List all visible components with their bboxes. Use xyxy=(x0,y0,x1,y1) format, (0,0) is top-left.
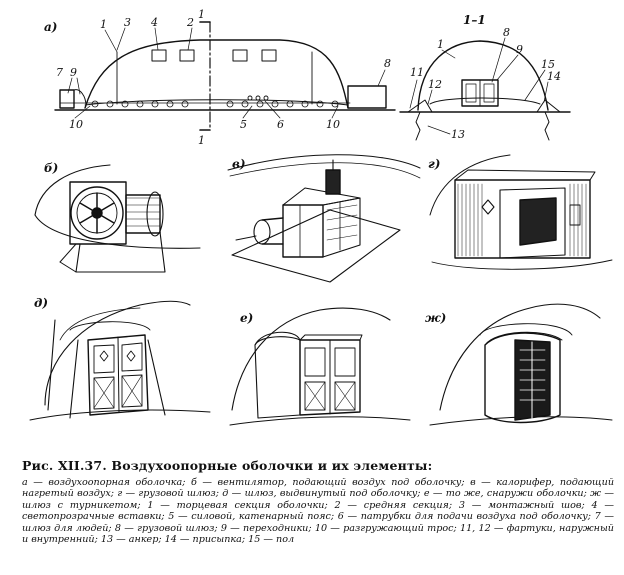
callout-11: 11 xyxy=(410,66,424,79)
callout-8-section: 8 xyxy=(503,26,510,39)
callout-5: 5 xyxy=(240,118,247,131)
callout-10: 10 xyxy=(69,118,83,131)
panel-e-label: е) xyxy=(240,311,253,325)
cargo-lock-drawing xyxy=(429,154,613,270)
shell-elevation xyxy=(54,21,396,131)
callout-1: 1 xyxy=(100,18,107,31)
callout-13: 13 xyxy=(451,128,465,141)
cut-label-top: 1 xyxy=(198,8,205,21)
callout-3: 3 xyxy=(124,16,131,29)
turnstile-lock-drawing xyxy=(429,303,613,426)
callout-4: 4 xyxy=(150,16,158,29)
lock-outside-drawing xyxy=(229,307,411,426)
lock-inside-drawing xyxy=(29,300,211,421)
panel-zh-label: ж) xyxy=(425,311,446,325)
callout-15: 15 xyxy=(541,58,555,71)
callout-9-section: 9 xyxy=(516,43,523,56)
callout-9: 9 xyxy=(70,66,77,79)
panel-v-label: в) xyxy=(232,157,246,171)
callout-12: 12 xyxy=(428,78,442,91)
callout-2: 2 xyxy=(186,16,194,29)
panel-d-label: д) xyxy=(34,296,48,310)
heater-drawing xyxy=(227,154,421,283)
callout-8: 8 xyxy=(384,57,391,70)
callout-6: 6 xyxy=(277,118,284,131)
callout-7: 7 xyxy=(56,66,63,79)
cut-label-bottom: 1 xyxy=(198,134,205,147)
section-label: 1–1 xyxy=(463,13,486,27)
callout-1-section: 1 xyxy=(437,38,444,51)
panel-labels: а) б) в) г) д) е) ж) 1–1 1 1 xyxy=(34,8,486,325)
figure-drawing: а) б) в) г) д) е) ж) 1–1 1 1 1 1 2 3 4 5… xyxy=(29,8,613,426)
panel-b-label: б) xyxy=(44,161,58,175)
callout-numbers: 1 1 2 3 4 5 6 7 8 8 9 9 10 10 11 12 13 1… xyxy=(56,16,561,141)
panel-a-label: а) xyxy=(44,20,57,34)
fan-drawing xyxy=(34,164,201,273)
panel-g-label: г) xyxy=(428,157,440,171)
figure-caption: Рис. XII.37. Воздухоопорные оболочки и и… xyxy=(22,458,433,473)
callout-10-right: 10 xyxy=(326,118,340,131)
figure-legend: а — воздухоопорная оболочка; б — вентиля… xyxy=(22,477,614,546)
shell-section xyxy=(399,37,571,141)
callout-14: 14 xyxy=(547,70,561,83)
